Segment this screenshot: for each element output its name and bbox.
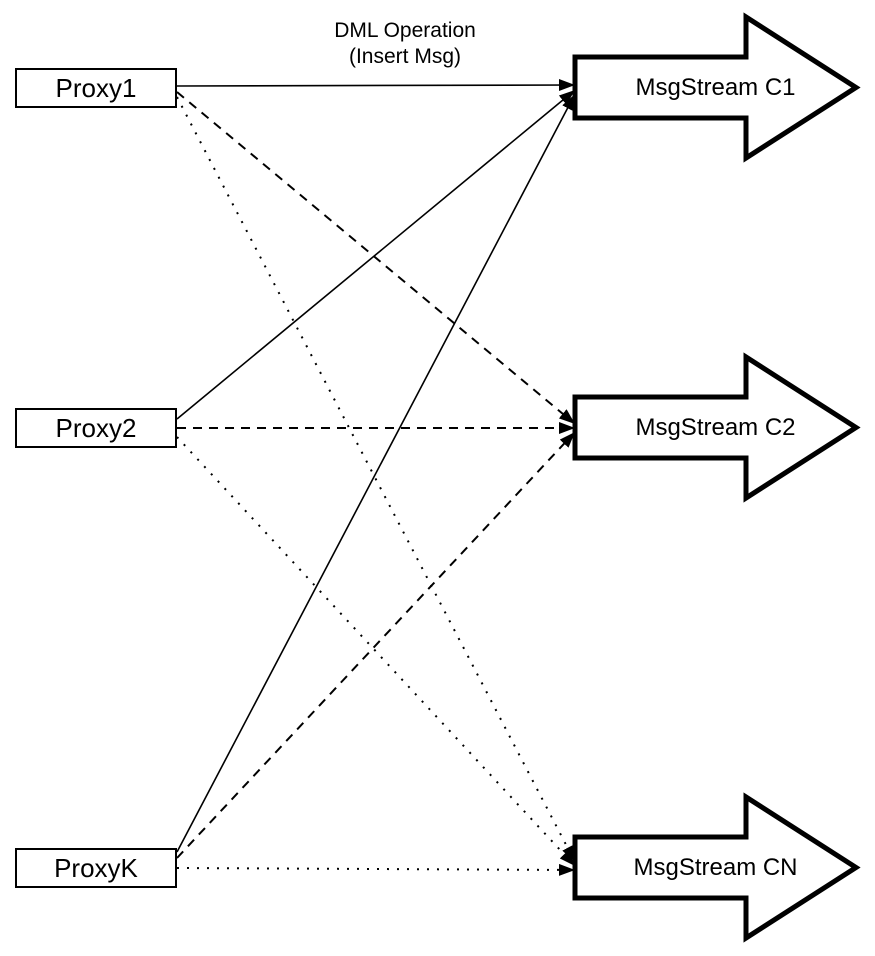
- diagram-title: DML Operation (Insert Msg): [245, 18, 565, 70]
- proxy1-node: Proxy1: [15, 68, 177, 108]
- msgstream-c1-arrow: [572, 12, 861, 163]
- edge-proxy1-to-cn: [176, 96, 576, 863]
- edge-proxy1-to-c1: [176, 79, 576, 92]
- proxy1-label: Proxy1: [55, 73, 137, 103]
- proxy2-node: Proxy2: [15, 408, 177, 448]
- edge-proxyk-to-c2: [176, 431, 576, 859]
- edge-proxy2-to-c1: [176, 89, 576, 420]
- proxyk-node: ProxyK: [15, 848, 177, 888]
- edge-proxy2-to-cn: [176, 436, 576, 867]
- proxy2-label: Proxy2: [55, 413, 137, 443]
- msgstream-c2-arrow: [572, 352, 861, 503]
- edge-proxyk-to-c1: [176, 93, 576, 853]
- msgstream-cn-arrow: [572, 792, 861, 943]
- diagram-title-line2: (Insert Msg): [348, 45, 461, 68]
- edge-proxy1-to-c2: [176, 91, 576, 425]
- edge-proxyk-to-cn: [176, 863, 576, 876]
- diagram-title-line1: DML Operation: [334, 19, 476, 42]
- proxyk-label: ProxyK: [54, 853, 138, 883]
